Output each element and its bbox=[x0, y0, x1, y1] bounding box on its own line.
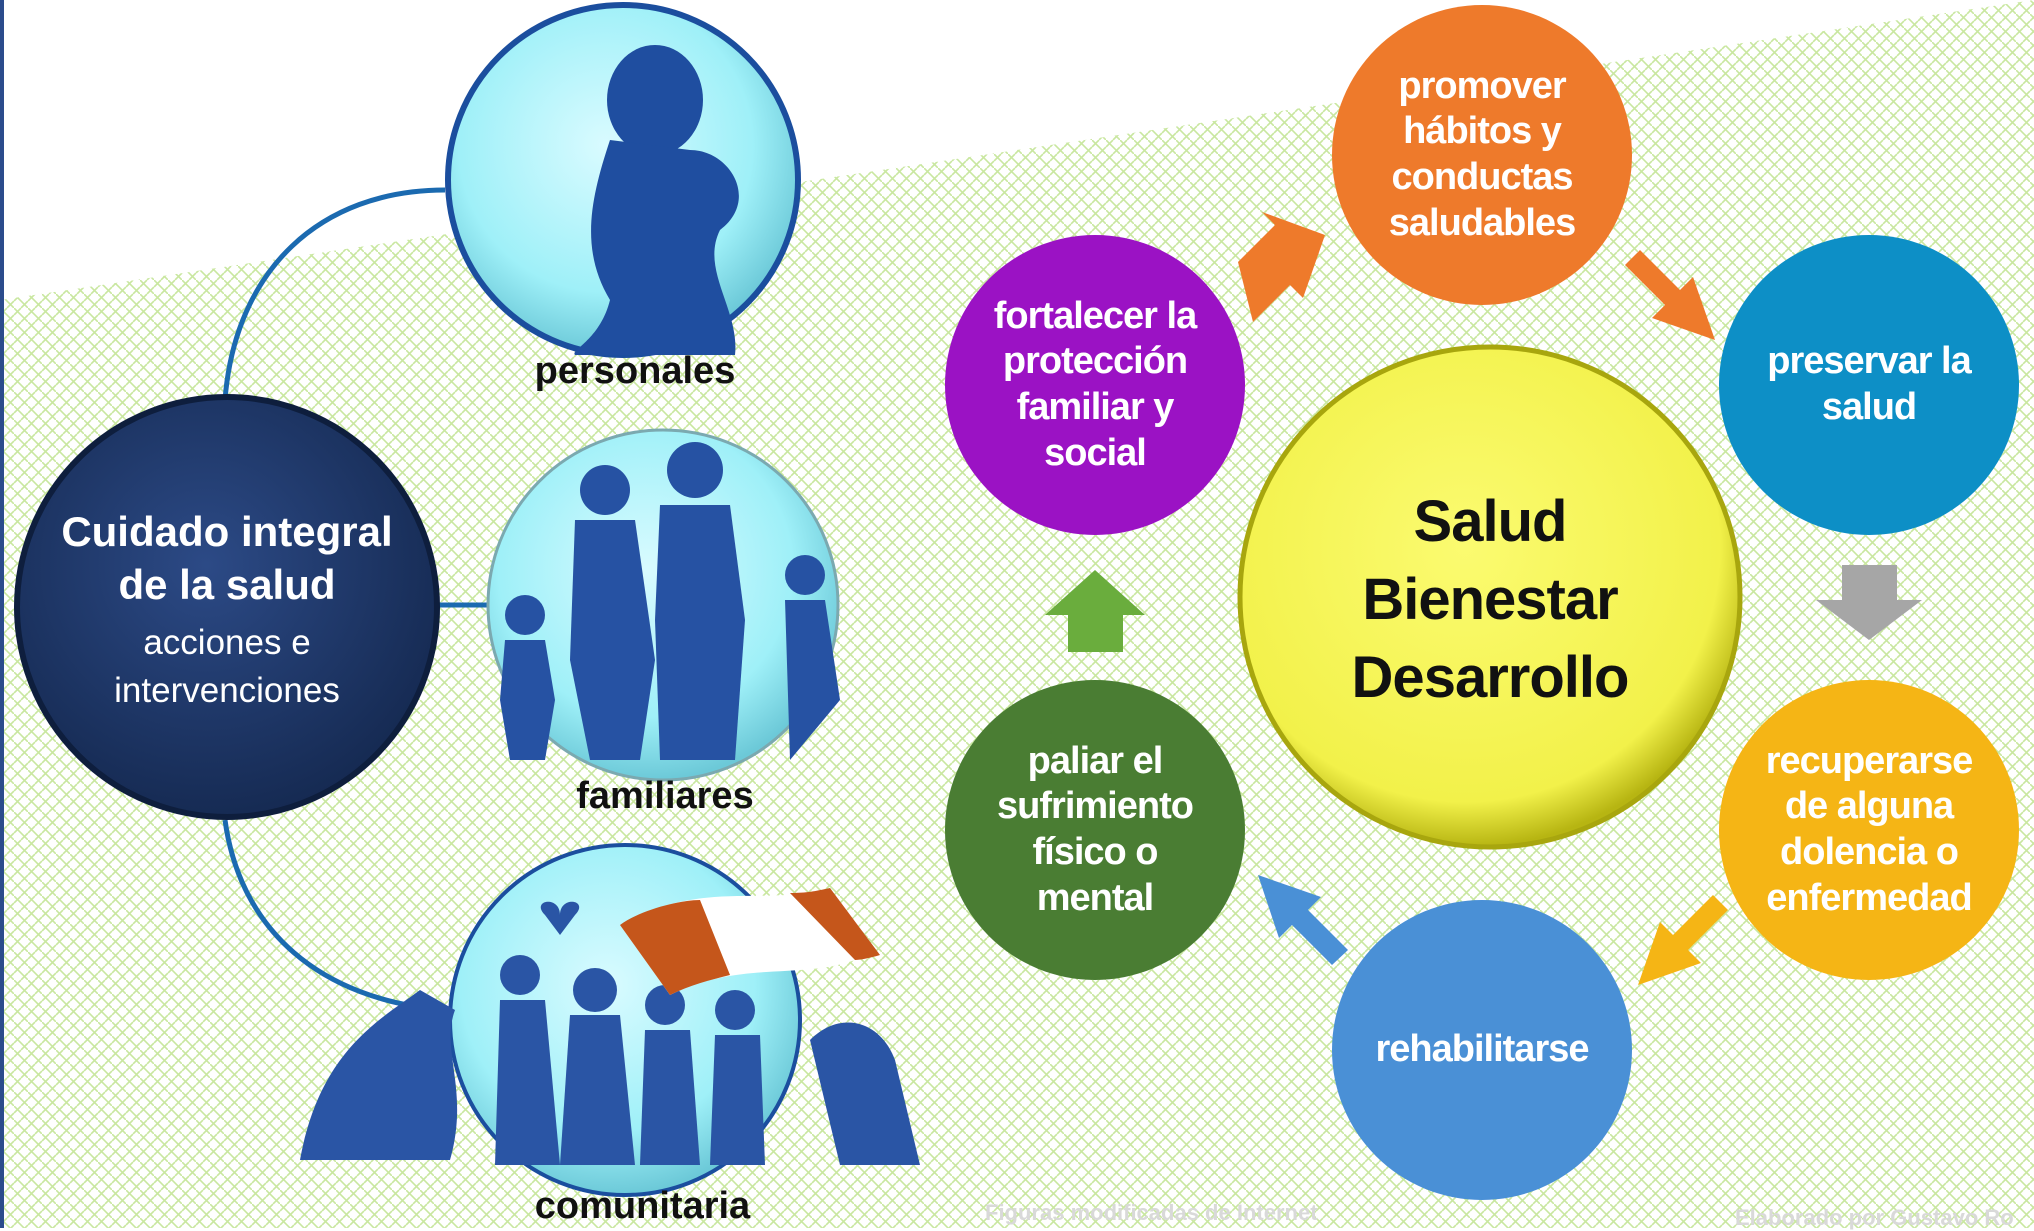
arrow-promover-preservar bbox=[1625, 250, 1715, 340]
node-text-promover: promover hábitos y conductas saludables bbox=[1388, 64, 1576, 244]
hub-circle bbox=[14, 394, 440, 820]
hub-title: Cuidado integral de la salud bbox=[61, 508, 393, 608]
pregnant-woman-silhouette-icon bbox=[574, 45, 739, 355]
arrow-recuperarse-rehabilitarse bbox=[1638, 895, 1728, 985]
hub-subtitle: acciones e intervenciones bbox=[114, 623, 340, 710]
node-circle-preservar bbox=[1719, 235, 2019, 535]
center-text: Salud Bienestar Desarrollo bbox=[1290, 440, 1690, 760]
label-personales: personales bbox=[534, 350, 736, 392]
node-circle-recuperarse bbox=[1719, 680, 2019, 980]
node-circle-rehabilitarse bbox=[1332, 900, 1632, 1200]
arrow-fortalecer-promover bbox=[1238, 212, 1325, 322]
family-silhouette-icon bbox=[500, 442, 840, 760]
connector-personales bbox=[222, 187, 446, 401]
center-line-1: Salud bbox=[1413, 488, 1568, 554]
arrow-preservar-recuperarse bbox=[1816, 565, 1922, 640]
center-circle bbox=[1237, 344, 1743, 850]
node-text-paliar: paliar el sufrimiento físico o mental bbox=[997, 739, 1194, 919]
label-familiares: familiares bbox=[576, 775, 754, 817]
label-comunitaria: comunitaria bbox=[534, 1185, 751, 1227]
node-circle-paliar bbox=[945, 680, 1245, 980]
node-text-recuperarse: recuperarse de alguna dolencia o enferme… bbox=[1765, 739, 1974, 919]
credit-images: Figuras modificadas de Internet bbox=[985, 1200, 1318, 1225]
center-line-2: Bienestar bbox=[1362, 566, 1618, 632]
connector-comunitaria bbox=[222, 819, 446, 1013]
arrow-paliar-fortalecer bbox=[1045, 570, 1145, 652]
node-text-rehabilitarse: rehabilitarse bbox=[1375, 1028, 1590, 1071]
arrow-rehabilitarse-paliar bbox=[1258, 875, 1348, 965]
left-edge-line bbox=[0, 0, 4, 1228]
hub-text: Cuidado integral de la salud acciones e … bbox=[47, 480, 407, 740]
node-circle-promover bbox=[1332, 5, 1632, 305]
node-text-preservar: preservar la salud bbox=[1767, 340, 1972, 428]
credit-author: Elaborado por Gustavo Ro bbox=[1735, 1205, 2014, 1230]
node-circle-fortalecer bbox=[945, 235, 1245, 535]
peru-flag-icon bbox=[620, 888, 880, 995]
node-text-fortalecer: fortalecer la protección familiar y soci… bbox=[993, 294, 1197, 474]
center-line-3: Desarrollo bbox=[1351, 645, 1630, 711]
community-festival-silhouette-icon bbox=[300, 901, 920, 1165]
